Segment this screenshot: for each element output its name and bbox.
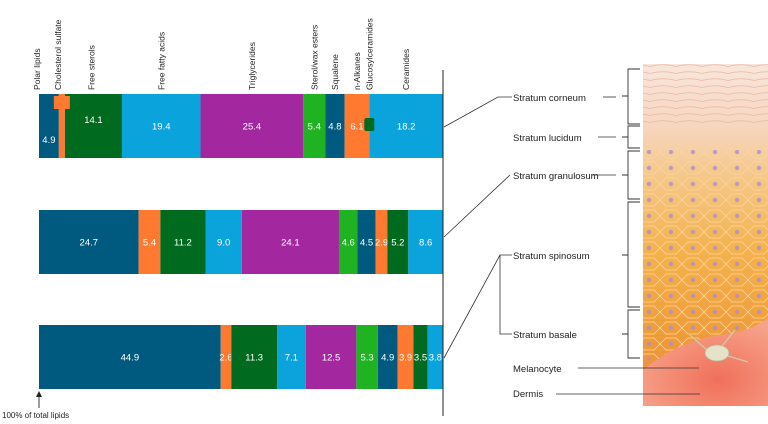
category-label-triglycerides: Triglycerides xyxy=(247,42,257,90)
bar-segment-ceramides xyxy=(369,94,443,158)
data-label-free-fatty-acids: 9.0 xyxy=(217,238,230,249)
data-label-n-alkanes: 2.9 xyxy=(375,238,388,249)
bar-segment-free-fatty-acids xyxy=(277,325,306,389)
melanocyte-dendrites xyxy=(689,329,749,363)
data-label-cholesterol-sulfate: 2.6 xyxy=(219,353,232,364)
data-label-sterol-wax-esters: 5.4 xyxy=(308,122,321,133)
keratinocyte-cells xyxy=(643,150,768,360)
corneum-cells xyxy=(643,64,768,124)
data-label-n-alkanes: 6.1 xyxy=(350,122,363,133)
bar-segment-cholesterol-sulfate xyxy=(58,94,65,158)
bar-segment-polar-lipids xyxy=(39,210,139,274)
data-label-free-sterols: 11.3 xyxy=(245,353,263,364)
bar-segment-n-alkanes xyxy=(375,210,388,274)
bar-segment-free-sterols xyxy=(231,325,278,389)
layer-label-dermis: Dermis xyxy=(513,389,543,400)
category-label-polar-lipids: Polar lipids xyxy=(32,48,42,90)
data-label-polar-lipids: 24.7 xyxy=(80,238,99,249)
layer-label-stratum-corneum: Stratum corneum xyxy=(513,93,586,104)
category-label-free-fatty-acids: Free fatty acids xyxy=(156,32,166,90)
data-label-polar-lipids: 44.9 xyxy=(121,353,140,364)
bar-segment-cholesterol-sulfate xyxy=(220,325,232,389)
bar-segment-polar-lipids xyxy=(39,325,221,389)
layer-label-stratum-basale: Stratum basale xyxy=(513,330,577,341)
bar-segment-sterol-wax-esters xyxy=(303,94,326,158)
data-label-ceramides: 3.8 xyxy=(429,353,442,364)
data-label-free-sterols: 14.1 xyxy=(84,115,103,126)
bar-row-1: 4.91.514.119.425.45.44.86.1018.2 xyxy=(39,94,443,158)
data-label-cholesterol-sulfate: 5.4 xyxy=(143,238,156,249)
bar-segment-sterol-wax-esters xyxy=(356,325,378,389)
bar-segment-n-alkanes xyxy=(397,325,414,389)
data-label-n-alkanes: 3.9 xyxy=(399,353,412,364)
bar-segment-cholesterol-sulfate xyxy=(138,210,161,274)
data-label-squalene: 4.5 xyxy=(360,238,373,249)
bar-segment-free-sterols xyxy=(160,210,206,274)
data-label-squalene: 4.8 xyxy=(328,122,341,133)
category-label-ceramides: Ceramides xyxy=(401,49,411,90)
melanocyte-shape xyxy=(704,344,730,362)
category-label-sterol-wax-esters: Sterol/wax esters xyxy=(309,25,319,90)
bar-segment-squalene xyxy=(325,94,345,158)
layer-label-stratum-lucidum: Stratum lucidum xyxy=(513,133,582,144)
data-label-triglycerides: 12.5 xyxy=(322,353,341,364)
bar-segment-free-sterols xyxy=(64,94,122,158)
layer-label-stratum-spinosum: Stratum spinosum xyxy=(513,251,590,262)
data-label-squalene: 4.9 xyxy=(381,353,394,364)
data-label-free-fatty-acids: 7.1 xyxy=(285,353,298,364)
data-label-triglycerides: 25.4 xyxy=(243,122,262,133)
category-label-n-alkanes: n-Alkanes xyxy=(352,52,362,90)
bar-segment-ceramides xyxy=(408,210,443,274)
bar-segment-glucosylceramides xyxy=(387,210,409,274)
total-marker: 100% of total lipids xyxy=(2,391,69,420)
data-label-glucosylceramides: 5.2 xyxy=(391,238,404,249)
category-label-squalene: Squalene xyxy=(330,54,340,90)
bar-segment-free-fatty-acids xyxy=(121,94,201,158)
bar-segment-polar-lipids xyxy=(39,94,59,158)
bar-segment-glucosylceramides xyxy=(413,325,428,389)
data-label-sterol-wax-esters: 4.6 xyxy=(342,238,355,249)
bar-segment-squalene xyxy=(357,210,376,274)
layer-braces xyxy=(622,68,640,359)
dermis-area xyxy=(643,318,768,406)
lipid-composition-chart: 4.91.514.119.425.45.44.86.1018.224.75.41… xyxy=(32,18,443,389)
bar-segment-ceramides xyxy=(427,325,443,389)
cholesterol-sulfate-callout xyxy=(53,96,70,109)
skin-illustration xyxy=(643,64,768,406)
data-label-glucosylceramides: 3.5 xyxy=(414,353,427,364)
bar-segment-triglycerides xyxy=(305,325,357,389)
data-label-free-fatty-acids: 19.4 xyxy=(152,122,171,133)
layer-label-stratum-granulosum: Stratum granulosum xyxy=(513,171,599,182)
data-label-free-sterols: 11.2 xyxy=(174,238,192,249)
glucosylceramides-zero-marker xyxy=(364,118,375,131)
bar-segment-triglycerides xyxy=(241,210,339,274)
category-label-cholesterol-sulfate: Cholesterol sulfate xyxy=(53,19,63,90)
arrow-up-icon xyxy=(36,391,42,397)
footnote: 100% of total lipids xyxy=(2,411,69,420)
leader-lines xyxy=(443,96,700,395)
data-label-ceramides: 8.6 xyxy=(419,238,432,249)
bar-segment-triglycerides xyxy=(200,94,304,158)
data-label-ceramides: 18.2 xyxy=(397,122,416,133)
category-label-glucosylceramides: Glucosylceramides xyxy=(364,18,374,90)
category-label-free-sterols: Free sterols xyxy=(86,45,96,90)
data-label-polar-lipids: 4.9 xyxy=(42,135,55,146)
data-label-sterol-wax-esters: 5.3 xyxy=(360,353,373,364)
bar-segment-free-fatty-acids xyxy=(205,210,242,274)
data-label-triglycerides: 24.1 xyxy=(281,238,300,249)
layer-label-melanocyte: Melanocyte xyxy=(513,364,562,375)
bar-segment-sterol-wax-esters xyxy=(338,210,358,274)
bar-segment-squalene xyxy=(377,325,398,389)
